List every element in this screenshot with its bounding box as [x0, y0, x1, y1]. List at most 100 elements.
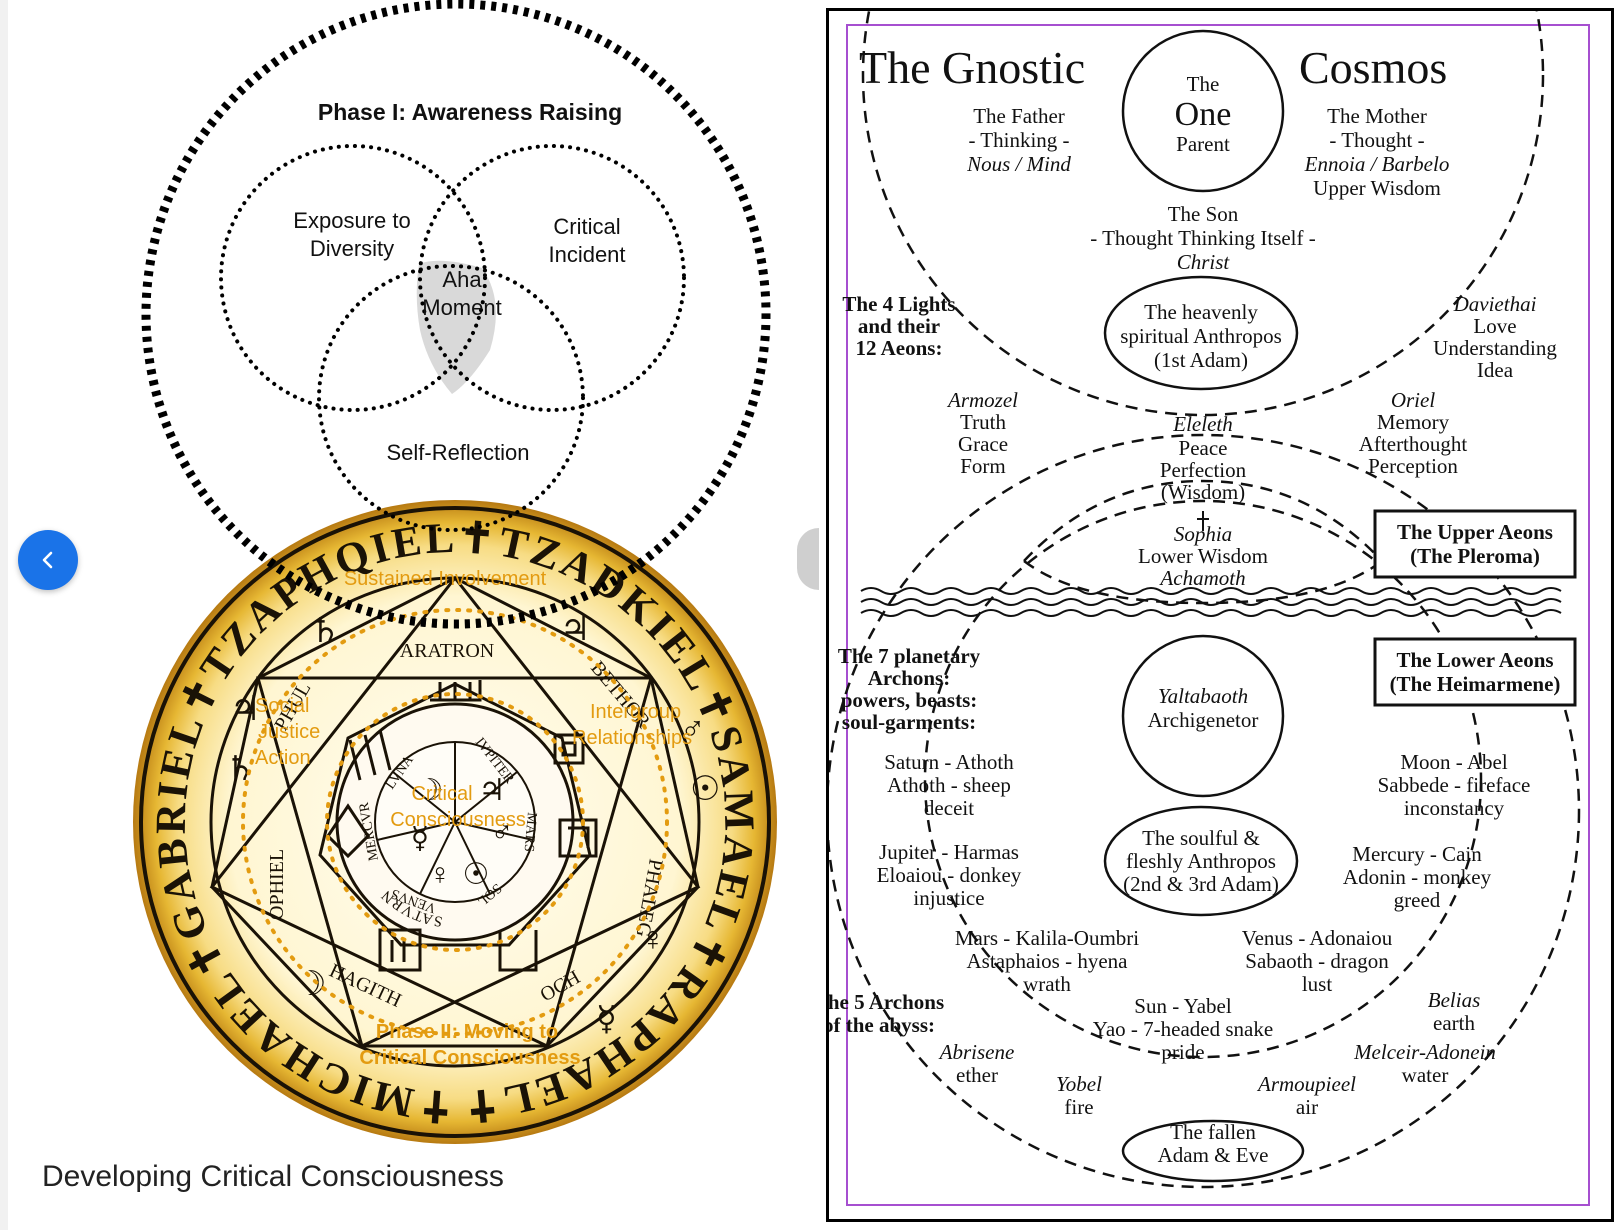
sun-3: pride — [1161, 1040, 1204, 1064]
seal-image: ✝MICHAEL✝GABRIEL✝TZAPHQIEL✝TZADKIEL✝SAMA… — [0, 0, 777, 1144]
daviethai-1: Daviethai — [1453, 292, 1537, 316]
mother-1: The Mother — [1327, 104, 1427, 128]
lights-2: and their — [858, 314, 940, 338]
overlay-ring-small — [325, 692, 585, 952]
image-caption[interactable]: Developing Critical Consciousness — [42, 1160, 504, 1193]
armozel-2: Truth — [960, 410, 1006, 434]
abrisene-1: Abrisene — [938, 1040, 1015, 1064]
oriel-4: Perception — [1368, 454, 1458, 478]
exposure-label-2: Diversity — [310, 236, 394, 261]
left-scroll-edge — [0, 0, 8, 1230]
armozel-4: Form — [960, 454, 1006, 478]
next-image-button[interactable] — [797, 528, 819, 590]
svg-text:♄: ♄ — [310, 613, 340, 650]
seal-aratron: ARATRON — [400, 640, 494, 662]
gnostic-diagram: The Gnostic Cosmos The One Parent The Fa… — [829, 11, 1590, 1206]
svg-text:♀: ♀ — [429, 858, 452, 891]
yaltabaoth-1: Yaltabaoth — [1158, 684, 1248, 708]
venus-1: Venus - Adonaiou — [1242, 926, 1393, 950]
svg-text:♃: ♃ — [230, 691, 260, 728]
svg-text:☿: ☿ — [411, 822, 429, 855]
son-2: - Thought Thinking Itself - — [1090, 226, 1316, 250]
archons5-2: of the abyss: — [829, 1013, 935, 1037]
mercury-2: Adonin - monkey — [1343, 865, 1492, 889]
daviethai-3: Understanding — [1433, 336, 1557, 360]
sophia-3: Achamoth — [1158, 566, 1245, 590]
overlay-social: Social — [255, 695, 309, 717]
svg-text:♂: ♂ — [491, 816, 514, 849]
melceir-1: Melceir-Adonein — [1353, 1040, 1496, 1064]
moon-1: Moon - Abel — [1400, 750, 1507, 774]
venus-3: lust — [1302, 972, 1333, 996]
mars-2: Astaphaios - hyena — [967, 949, 1129, 973]
seal-sigils — [326, 680, 598, 972]
mercury-1: Mercury - Cain — [1352, 842, 1482, 866]
eleleth-4: (Wisdom) — [1161, 480, 1245, 504]
svg-text:☉: ☉ — [463, 858, 490, 891]
one-line-3: Parent — [1176, 132, 1230, 156]
circle-exposure-diversity — [219, 144, 487, 412]
seal-mars: MARS — [521, 812, 539, 853]
gnostic-texts: The Gnostic Cosmos The One Parent The Fa… — [829, 42, 1560, 1167]
fallen-1: The fallen — [1170, 1120, 1256, 1144]
heavenly-anthropos-ellipse — [1103, 275, 1299, 391]
sun-2: Yao - 7-headed snake — [1093, 1017, 1273, 1041]
left-image-panel: ✝MICHAEL✝GABRIEL✝TZAPHQIEL✝TZADKIEL✝SAMA… — [0, 0, 800, 1230]
archons7-1: The 7 planetary — [838, 644, 981, 668]
seal-spokes — [376, 742, 534, 895]
soulful-2: fleshly Anthropos — [1126, 849, 1276, 873]
archons5-1: The 5 Archons — [829, 990, 944, 1014]
phase1-title: Phase I: Awareness Raising — [318, 99, 622, 125]
title-right: Cosmos — [1299, 42, 1447, 93]
saturn-2: Athoth - sheep — [887, 773, 1011, 797]
mother-2: - Thought - — [1329, 128, 1424, 152]
jupiter-2: Eloaiou - donkey — [877, 863, 1022, 887]
circle-self-reflection — [317, 264, 585, 532]
overlay-consciousness: Consciousness — [390, 809, 526, 831]
saturn-1: Saturn - Athoth — [884, 750, 1014, 774]
seal-ophiel: OPHIEL — [266, 849, 288, 920]
soulful-3: (2nd & 3rd Adam) — [1123, 872, 1279, 896]
armozel-1: Armozel — [946, 388, 1018, 412]
soulful-anthropos-ellipse — [1103, 805, 1299, 917]
father-1: The Father — [973, 104, 1065, 128]
svg-text:☉: ☉ — [690, 771, 720, 808]
overlay-relationships: Relationships — [572, 727, 692, 749]
eleleth-3: Perfection — [1160, 458, 1247, 482]
one-line-2: One — [1175, 96, 1232, 133]
previous-image-button[interactable] — [18, 530, 78, 590]
seal-planet-symbols: ☽♃☿ ♂♀☉ — [411, 774, 513, 891]
yobel-2: fire — [1064, 1095, 1093, 1119]
oriel-1: Oriel — [1391, 388, 1435, 412]
armoupieel-2: air — [1296, 1095, 1318, 1119]
moon-3: inconstancy — [1404, 796, 1505, 820]
father-3: Nous / Mind — [966, 152, 1071, 176]
belias-2: earth — [1433, 1011, 1475, 1035]
yaltabaoth-circle — [1121, 634, 1285, 798]
overlay-action: Action — [255, 747, 311, 769]
svg-text:☽: ☽ — [296, 966, 326, 1003]
purple-border — [846, 24, 1590, 1206]
overlay-justice: Justice — [258, 721, 320, 743]
seal-star — [209, 575, 701, 1049]
oriel-3: Afterthought — [1359, 432, 1468, 456]
fallen-2: Adam & Eve — [1158, 1143, 1269, 1167]
chevron-left-icon — [42, 551, 53, 569]
abrisene-2: ether — [956, 1063, 998, 1087]
upper-aeons-1: The Upper Aeons — [1397, 520, 1553, 544]
svg-text:♀: ♀ — [640, 921, 666, 958]
overlay-ring-large — [241, 608, 669, 1036]
eleleth-2: Peace — [1179, 436, 1228, 460]
aha-moment-region — [416, 260, 496, 394]
mother-4: Upper Wisdom — [1313, 176, 1441, 200]
overlay-critical: Critical — [411, 783, 472, 805]
title-left: The Gnostic — [859, 42, 1085, 93]
soulful-1: The soulful & — [1142, 826, 1260, 850]
sophia-2: Lower Wisdom — [1138, 544, 1268, 568]
anthropos-1: The heavenly — [1144, 300, 1258, 324]
svg-text:♂: ♂ — [680, 711, 706, 748]
overlay-phase2-sub: Critical Consciousness — [359, 1047, 580, 1069]
aha-label-2: Moment — [422, 295, 501, 320]
mercury-3: greed — [1394, 888, 1441, 912]
lower-aeons-box — [1373, 637, 1577, 707]
